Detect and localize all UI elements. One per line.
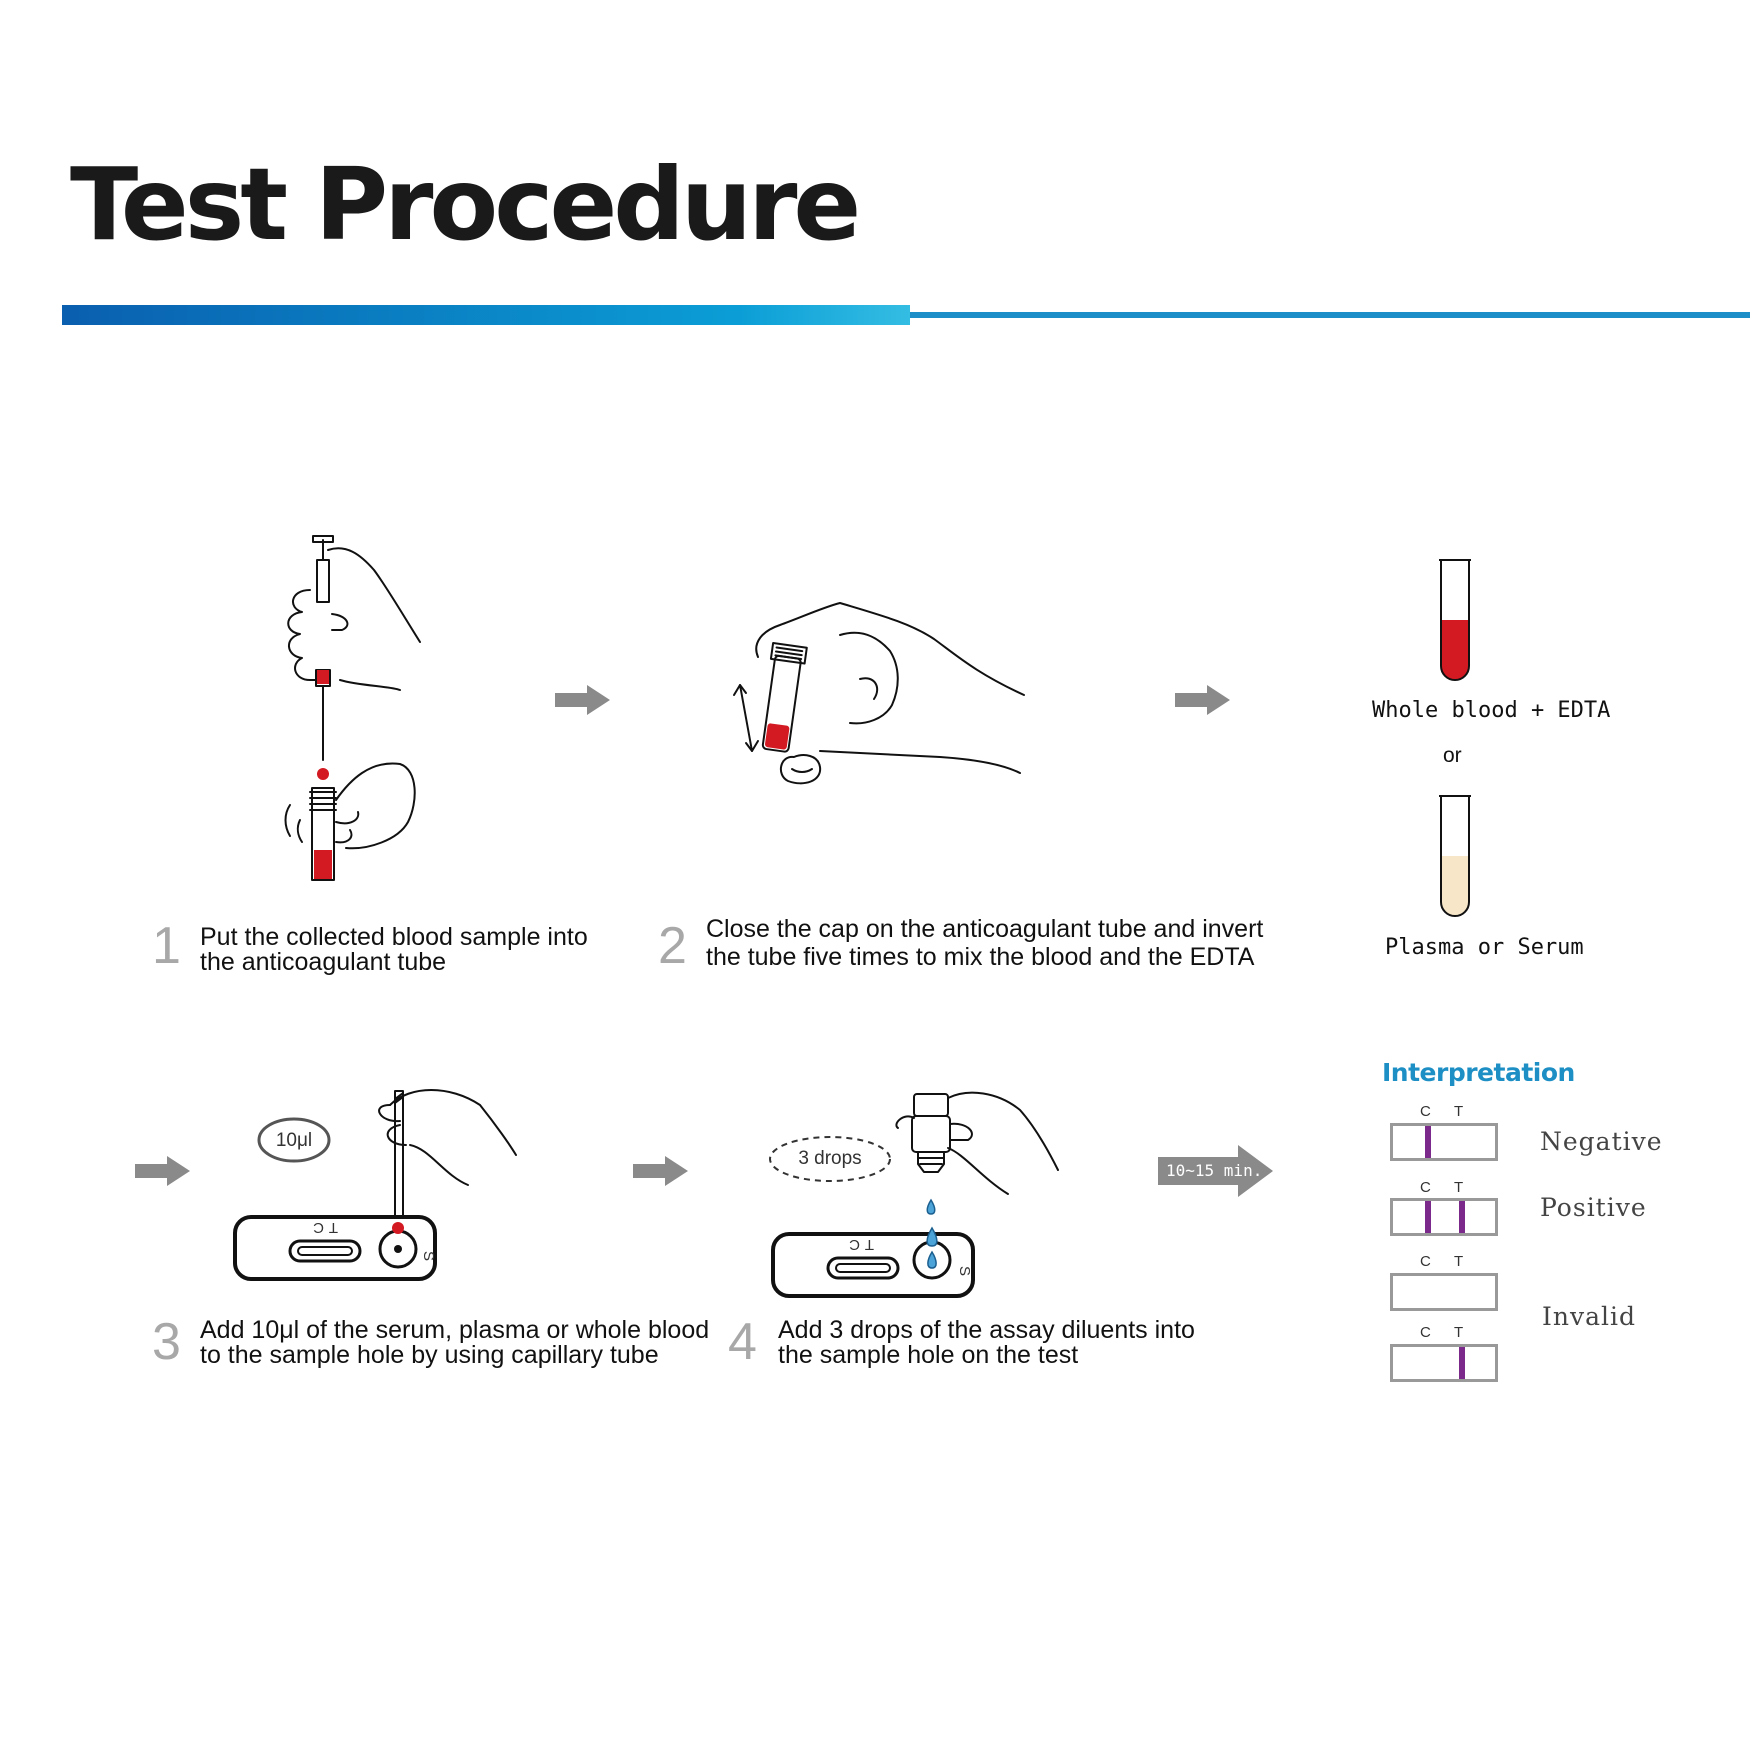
control-letter: C bbox=[1420, 1179, 1431, 1196]
whole-blood-tube-icon bbox=[1439, 559, 1471, 681]
plasma-label: Plasma or Serum bbox=[1385, 935, 1584, 960]
svg-text:T: T bbox=[865, 1236, 874, 1253]
control-letter: C bbox=[1420, 1324, 1431, 1341]
test-letter: T bbox=[1454, 1324, 1464, 1341]
svg-text:C: C bbox=[849, 1236, 860, 1253]
volume-label: 10μl bbox=[275, 1130, 313, 1151]
title-underline-thin bbox=[910, 312, 1750, 318]
step-text: Put the collected blood sample into the … bbox=[200, 923, 588, 976]
whole-blood-label: Whole blood + EDTA bbox=[1372, 698, 1611, 723]
svg-text:S: S bbox=[956, 1266, 973, 1276]
control-letter: C bbox=[1420, 1253, 1431, 1270]
step1-illustration bbox=[284, 535, 421, 881]
result-label: Invalid bbox=[1542, 1302, 1636, 1331]
control-line bbox=[1425, 1126, 1431, 1158]
step-number: 4 bbox=[728, 1313, 757, 1371]
svg-text:S: S bbox=[420, 1251, 437, 1261]
svg-text:C: C bbox=[313, 1219, 324, 1236]
step4-illustration: C T S bbox=[771, 1091, 1059, 1298]
arrow-icon bbox=[555, 685, 610, 715]
step-text: Close the cap on the anticoagulant tube … bbox=[706, 915, 1264, 971]
page-title: Test Procedure bbox=[70, 146, 861, 263]
step3-illustration: C T S bbox=[233, 1089, 517, 1281]
step-text: Add 10μl of the serum, plasma or whole b… bbox=[200, 1316, 710, 1369]
control-letter: C bbox=[1420, 1103, 1431, 1120]
step-text: Add 3 drops of the assay diluents into t… bbox=[778, 1316, 1195, 1369]
control-line bbox=[1425, 1201, 1431, 1233]
arrow-icon bbox=[633, 1156, 688, 1186]
step-number: 1 bbox=[152, 917, 181, 975]
arrow-icon bbox=[1175, 685, 1230, 715]
test-letter: T bbox=[1454, 1179, 1464, 1196]
result-strip-invalid-test-only bbox=[1390, 1344, 1498, 1382]
result-strip-negative bbox=[1390, 1123, 1498, 1161]
result-strip-positive bbox=[1390, 1198, 1498, 1236]
drops-label: 3 drops bbox=[798, 1148, 862, 1169]
time-label: 10~15 min. bbox=[1166, 1161, 1263, 1180]
volume-badge bbox=[257, 1117, 331, 1163]
step2-illustration bbox=[733, 602, 1025, 785]
plasma-tube-icon bbox=[1439, 795, 1471, 917]
result-label: Positive bbox=[1540, 1193, 1647, 1222]
test-line bbox=[1459, 1347, 1465, 1379]
arrow-icon bbox=[135, 1156, 190, 1186]
result-strip-invalid-none bbox=[1390, 1273, 1498, 1311]
svg-text:T: T bbox=[329, 1219, 338, 1236]
step-number: 3 bbox=[152, 1313, 181, 1371]
step-number: 2 bbox=[658, 917, 687, 975]
title-underline-thick bbox=[62, 305, 910, 325]
interpretation-heading: Interpretation bbox=[1382, 1058, 1575, 1087]
drops-badge bbox=[769, 1136, 891, 1182]
test-line bbox=[1459, 1201, 1465, 1233]
test-letter: T bbox=[1454, 1103, 1464, 1120]
test-letter: T bbox=[1454, 1253, 1464, 1270]
time-arrow-icon bbox=[1158, 1145, 1273, 1197]
result-label: Negative bbox=[1540, 1127, 1663, 1156]
or-label: or bbox=[1443, 744, 1462, 767]
